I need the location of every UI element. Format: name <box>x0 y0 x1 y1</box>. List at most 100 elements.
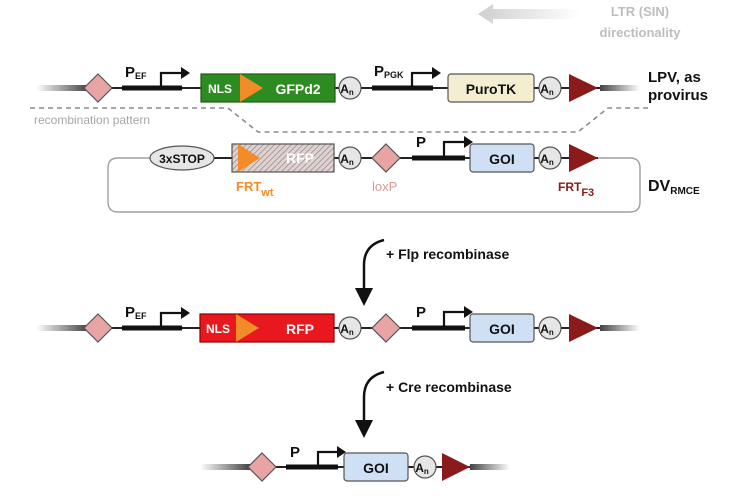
nls-gfp-box: NLS GFPd2 <box>200 73 336 103</box>
loxp-diamond <box>247 452 277 482</box>
promoter-sub: EF <box>135 311 147 321</box>
frt-f3-triangle <box>569 144 598 172</box>
nls-label: NLS <box>206 322 230 336</box>
promoter: P <box>412 304 473 331</box>
svg-text:An: An <box>540 82 554 97</box>
polya-signal: An <box>538 76 562 100</box>
dv-rmce-label: DVRMCE <box>648 178 700 197</box>
loxp-diamond <box>83 313 113 343</box>
frt-f3-triangle <box>569 74 598 102</box>
gfp-label: GFPd2 <box>275 81 320 97</box>
after-flp-construct: PEF NLS RFP An P GOI An <box>36 304 640 343</box>
cre-step: + Cre recombinase <box>355 370 512 438</box>
svg-text:PuroTK: PuroTK <box>466 81 517 97</box>
ltr-label: LTR (SIN) <box>611 4 669 19</box>
promoter-pgk: PPGK <box>372 63 441 91</box>
left-tail-line <box>200 464 250 470</box>
loxp-label: loxP <box>372 179 397 194</box>
polya-signal: An <box>413 455 437 479</box>
promoter-label: P <box>125 304 135 321</box>
promoter-arrow-icon <box>464 306 473 318</box>
right-tail-line <box>470 464 510 470</box>
reaction-arrow-icon <box>362 238 385 300</box>
frt-wt-label: FRTwt <box>236 179 274 199</box>
frt-wt-triangle <box>236 314 259 342</box>
polya-signal: An <box>338 76 362 100</box>
svg-text:GOI: GOI <box>363 460 389 476</box>
nls-rfp-box: NLS RFP <box>199 313 335 343</box>
right-tail-line <box>600 85 640 91</box>
svg-text:PEF: PEF <box>125 64 147 81</box>
lpv-construct: PEF NLS GFPd2 An PPGK PuroTK <box>36 63 708 104</box>
right-tail-line <box>600 325 640 331</box>
svg-text:An: An <box>540 152 554 167</box>
promoter-arrow-icon <box>464 136 473 148</box>
provirus-label: provirus <box>648 87 708 104</box>
svg-text:PPGK: PPGK <box>374 63 404 80</box>
promoter-label: P <box>416 134 426 151</box>
polya-signal: An <box>538 146 562 170</box>
cre-recombinase-label: + Cre recombinase <box>386 379 512 395</box>
promoter-sub: PGK <box>384 70 404 80</box>
goi-box: GOI <box>469 143 535 173</box>
promoter: P <box>286 444 346 470</box>
polya-signal: An <box>338 316 362 340</box>
svg-text:3xSTOP: 3xSTOP <box>159 152 205 166</box>
rfp-label: RFP <box>286 321 314 337</box>
promoter-arrow-icon <box>181 307 190 319</box>
loxp-diamond <box>371 143 401 173</box>
promoter-label: P <box>416 304 426 321</box>
svg-text:An: An <box>540 322 554 337</box>
rfp-promoterless-box: RFP <box>231 143 335 173</box>
frt-wt-triangle <box>238 144 260 172</box>
promoter-sub: EF <box>135 71 147 81</box>
recombination-pattern: recombination pattern <box>30 107 648 133</box>
left-tail-line <box>36 85 88 91</box>
lpv-label: LPV, as <box>648 69 701 86</box>
svg-text:PEF: PEF <box>125 304 147 321</box>
stop-cassette: 3xSTOP <box>149 145 215 171</box>
flp-step: + Flp recombinase <box>355 238 510 306</box>
arrow-head-icon <box>355 288 373 306</box>
dv-construct: 3xSTOP RFP An P GOI An FRTwt loxP <box>107 134 700 213</box>
svg-text:An: An <box>340 82 354 97</box>
rfp-label: RFP <box>286 150 314 166</box>
frt-wt-triangle <box>240 74 263 102</box>
promoter-ef: PEF <box>122 304 190 331</box>
promoter-arrow-icon <box>181 67 190 79</box>
goi-box: GOI <box>343 452 409 482</box>
loxp-diamond <box>83 73 113 103</box>
promoter-ef: PEF <box>122 64 190 91</box>
polya-signal: An <box>338 146 362 170</box>
arrow-head-icon <box>355 420 373 438</box>
promoter-label: P <box>374 63 384 80</box>
frt-f3-triangle <box>442 453 470 481</box>
directionality-label: directionality <box>600 25 682 40</box>
ltr-legend: LTR (SIN) directionality <box>478 4 681 40</box>
recombination-label: recombination pattern <box>34 113 150 127</box>
promoter: P <box>412 134 473 161</box>
svg-text:GOI: GOI <box>489 321 515 337</box>
flp-recombinase-label: + Flp recombinase <box>386 246 510 262</box>
plasmid-outline <box>107 157 641 213</box>
frt-f3-label: FRTF3 <box>558 180 594 199</box>
svg-text:An: An <box>340 322 354 337</box>
svg-text:An: An <box>415 461 429 476</box>
left-tail-line <box>36 325 88 331</box>
polya-signal: An <box>538 316 562 340</box>
promoter-label: P <box>290 444 300 461</box>
recombination-dashed-line <box>30 107 648 133</box>
promoter-arrow-icon <box>432 67 441 79</box>
ltr-direction-arrow <box>478 4 580 24</box>
goi-box: GOI <box>469 313 535 343</box>
promoter-arrow-icon <box>337 446 346 458</box>
svg-text:An: An <box>340 152 354 167</box>
nls-label: NLS <box>208 82 232 96</box>
loxp-diamond <box>371 313 401 343</box>
promoter-label: P <box>125 64 135 81</box>
frt-f3-triangle <box>569 314 598 342</box>
reaction-arrow-icon <box>362 370 385 432</box>
purotk-box: PuroTK <box>447 73 535 103</box>
